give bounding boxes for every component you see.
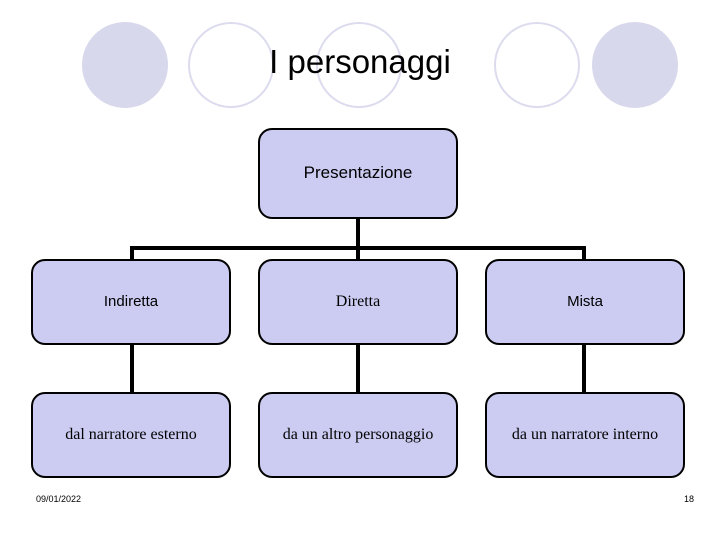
node-dal-narratore-esterno-label: dal narratore esterno: [65, 426, 197, 444]
decorative-circle-4: [494, 22, 580, 108]
node-indiretta[interactable]: Indiretta: [31, 259, 231, 345]
page-title: I personaggi: [269, 43, 451, 80]
decorative-circle-3: [316, 22, 402, 108]
node-presentazione-label: Presentazione: [303, 163, 413, 183]
connector-level2-drop-left: [130, 246, 134, 260]
connector-root-stem: [356, 219, 360, 249]
node-da-un-altro-personaggio-label: da un altro personaggio: [282, 426, 434, 444]
connector-level2-drop-right: [582, 246, 586, 260]
node-da-un-narratore-interno-label: da un narratore interno: [511, 426, 659, 444]
connector-level2-drop-center: [356, 246, 360, 260]
node-presentazione[interactable]: Presentazione: [258, 128, 458, 219]
decorative-circle-band: [0, 22, 720, 114]
node-mista-label: Mista: [567, 292, 603, 310]
decorative-circle-2: [188, 22, 274, 108]
decorative-circle-5: [592, 22, 678, 108]
connector-level3-left: [130, 345, 134, 393]
footer-page-number: 18: [683, 494, 694, 504]
connector-level3-center: [356, 345, 360, 393]
node-diretta[interactable]: Diretta: [258, 259, 458, 345]
node-mista[interactable]: Mista: [485, 259, 685, 345]
node-da-un-narratore-interno[interactable]: da un narratore interno: [485, 392, 685, 478]
node-da-un-altro-personaggio[interactable]: da un altro personaggio: [258, 392, 458, 478]
connector-level3-right: [582, 345, 586, 393]
decorative-circle-1: [82, 22, 168, 108]
node-diretta-label: Diretta: [335, 293, 381, 311]
node-dal-narratore-esterno[interactable]: dal narratore esterno: [31, 392, 231, 478]
node-indiretta-label: Indiretta: [103, 292, 159, 310]
footer-date: 09/01/2022: [36, 494, 82, 504]
